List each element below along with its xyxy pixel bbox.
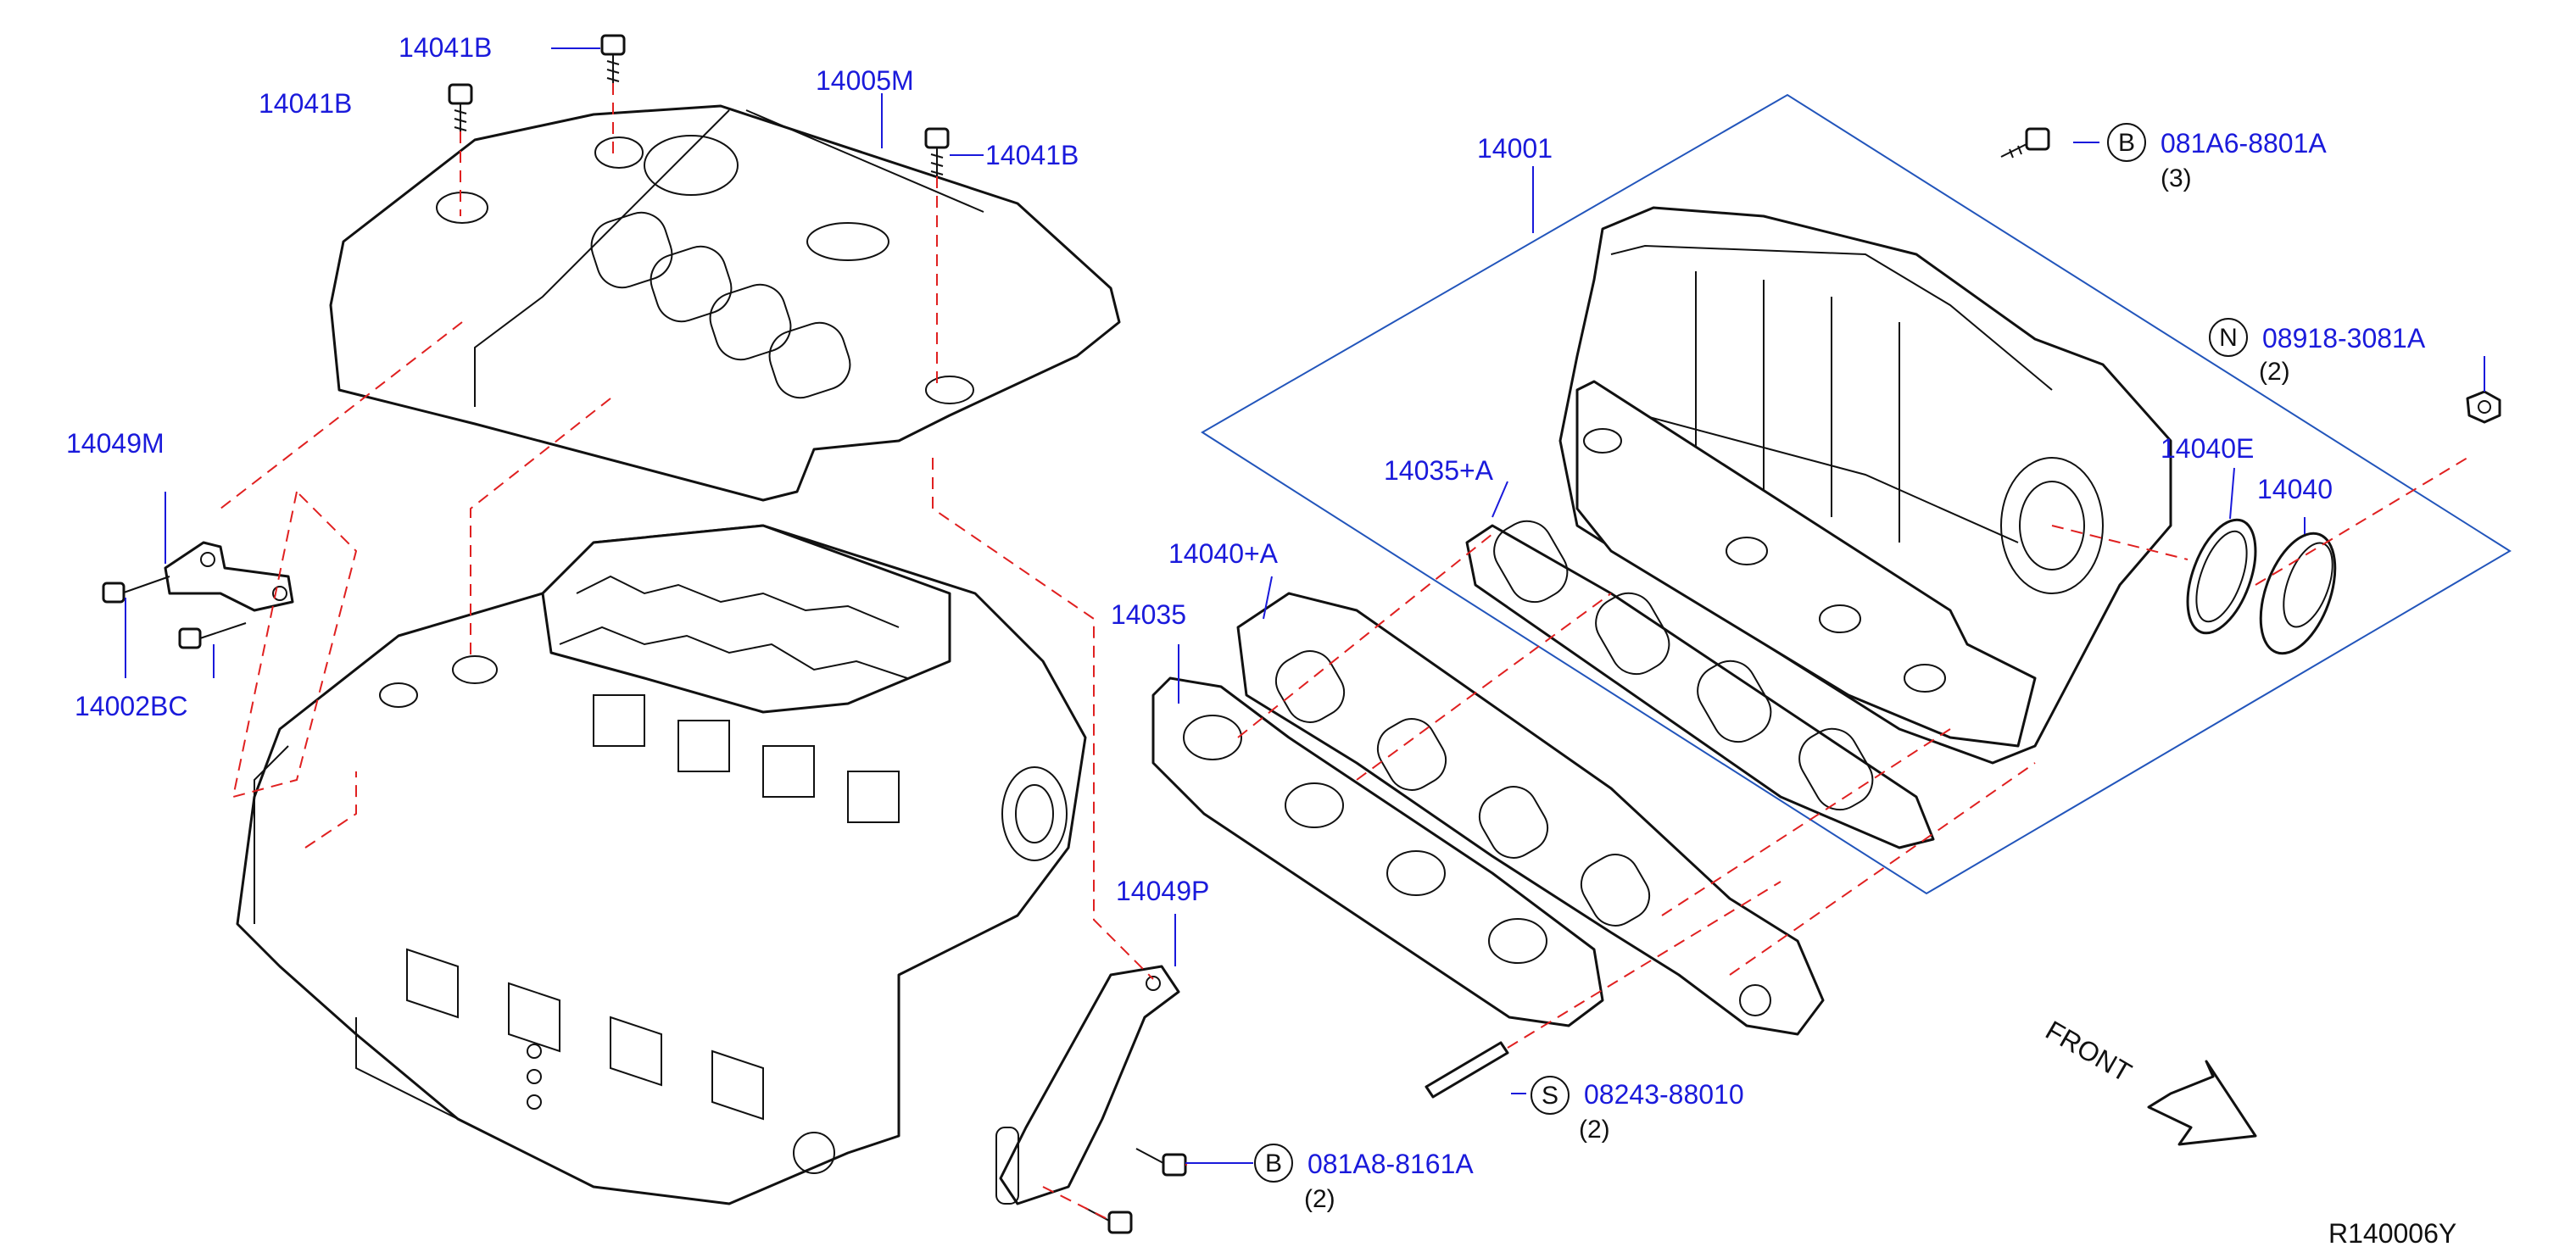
callout-s: S — [1531, 1076, 1570, 1115]
gasket-14035-a — [1465, 520, 1935, 849]
bolt-081a8-8161a-a — [1135, 1148, 1187, 1177]
front-arrow-icon — [2147, 1060, 2257, 1146]
bracket-14049p — [995, 965, 1180, 1205]
bracket-14049m — [164, 541, 294, 612]
gasket-ring-14040e — [2186, 518, 2257, 635]
label-14001[interactable]: 14001 — [1477, 133, 1553, 164]
symbol-n: N — [2219, 324, 2238, 352]
label-14041b-top[interactable]: 14041B — [399, 32, 492, 63]
bolt-081a6-8801a — [2000, 127, 2050, 159]
gasket-14035 — [1151, 676, 1604, 1027]
bolt-081a8-8161a-b — [1084, 1207, 1133, 1234]
label-14040e[interactable]: 14040E — [2161, 433, 2254, 464]
symbol-b-top: B — [2118, 129, 2135, 157]
alignment-lines — [220, 83, 2468, 1222]
label-081a8-8161a[interactable]: 081A8-8161A — [1308, 1149, 1474, 1179]
bolt-14002bc-a — [102, 576, 170, 604]
qty-081a8-8161a: (2) — [1304, 1185, 1335, 1213]
intake-manifold — [1558, 206, 2172, 765]
bolt-14041b-b — [600, 34, 626, 83]
qty-081a6-8801a: (3) — [2161, 164, 2192, 192]
diagram-ref: R140006Y — [2328, 1218, 2456, 1249]
qty-08918-3081a: (2) — [2259, 358, 2290, 386]
callout-n: N — [2209, 318, 2248, 357]
label-14040-a[interactable]: 14040+A — [1168, 538, 1279, 569]
throttle-ring-14040 — [2259, 532, 2337, 655]
bolt-14041b-a — [448, 83, 473, 131]
bolt-14041b-c — [924, 127, 950, 176]
stud-08243-88010 — [1425, 1041, 1509, 1099]
front-label: FRONT — [2041, 1015, 2137, 1088]
assembly-box-14001 — [1201, 93, 2512, 895]
label-14002bc[interactable]: 14002BC — [75, 691, 187, 721]
engine-cover[interactable] — [329, 104, 1121, 502]
nut-08918-3081a — [2466, 390, 2501, 424]
symbol-b-bottom: B — [1265, 1149, 1282, 1177]
cylinder-head-assembly — [236, 524, 1087, 1205]
label-14040[interactable]: 14040 — [2257, 474, 2333, 504]
label-08243-88010[interactable]: 08243-88010 — [1584, 1079, 1744, 1110]
label-14035-a[interactable]: 14035+A — [1384, 455, 1494, 486]
label-14005m[interactable]: 14005M — [816, 65, 914, 96]
label-14049p[interactable]: 14049P — [1116, 876, 1209, 906]
leader-lines — [125, 47, 2485, 1164]
bolt-14002bc-b — [178, 622, 247, 649]
label-14049m[interactable]: 14049M — [66, 428, 164, 459]
callout-b-top: B — [2107, 123, 2146, 162]
label-14041b-right[interactable]: 14041B — [985, 140, 1079, 170]
qty-08243-88010: (2) — [1579, 1116, 1610, 1144]
callout-b-bottom: B — [1254, 1144, 1293, 1183]
label-081a6-8801a[interactable]: 081A6-8801A — [2161, 128, 2327, 159]
symbol-s: S — [1542, 1082, 1558, 1110]
label-08918-3081a[interactable]: 08918-3081A — [2262, 323, 2426, 353]
label-14041b-left[interactable]: 14041B — [259, 88, 352, 119]
label-14035[interactable]: 14035 — [1111, 599, 1186, 630]
